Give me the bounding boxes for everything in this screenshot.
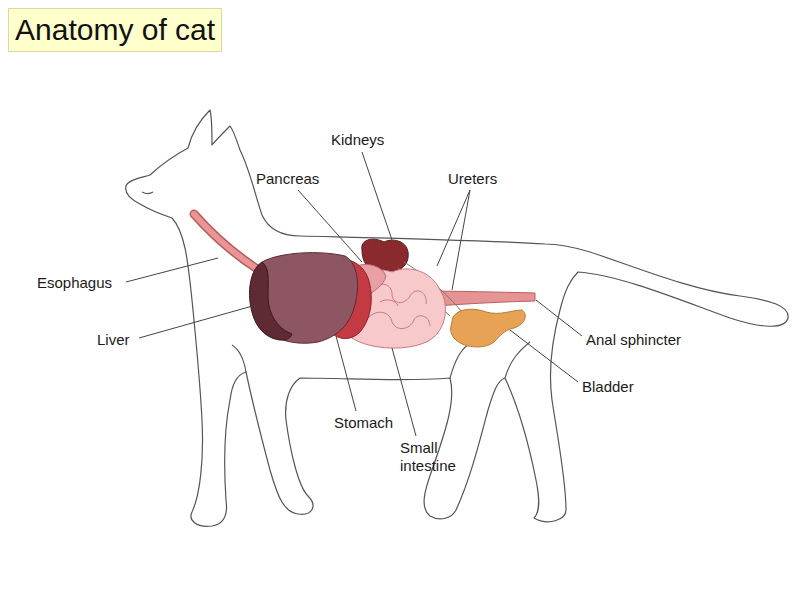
leader-line (437, 190, 470, 290)
liver-lobe (250, 262, 293, 340)
leader-line (362, 152, 392, 240)
leader-line (126, 258, 218, 282)
leader-line (298, 190, 362, 262)
leader-line (336, 336, 356, 411)
title-heading: Anatomy of cat (8, 8, 222, 52)
organ-label: Anal sphincter (586, 331, 681, 349)
organ-label: Kidneys (331, 131, 384, 149)
intestine-loops (368, 284, 430, 328)
organ-label: Pancreas (256, 170, 319, 188)
organ-label: Small intestine (400, 439, 470, 475)
organ-label: Stomach (334, 414, 393, 432)
organ-label: Ureters (448, 170, 497, 188)
cat-outline (126, 110, 788, 526)
leader-line (510, 330, 578, 382)
organ-label: Liver (97, 331, 130, 349)
leader-line (392, 348, 416, 436)
organ-label: Esophagus (37, 274, 112, 292)
esophagus-organ (194, 214, 262, 272)
leader-line (139, 305, 256, 338)
esophagus-organ-fill (194, 214, 262, 272)
leader-line (536, 300, 582, 336)
bladder-organ (451, 309, 526, 347)
eye (142, 192, 153, 194)
leader-lines (126, 152, 582, 436)
organ-label: Bladder (582, 378, 634, 396)
